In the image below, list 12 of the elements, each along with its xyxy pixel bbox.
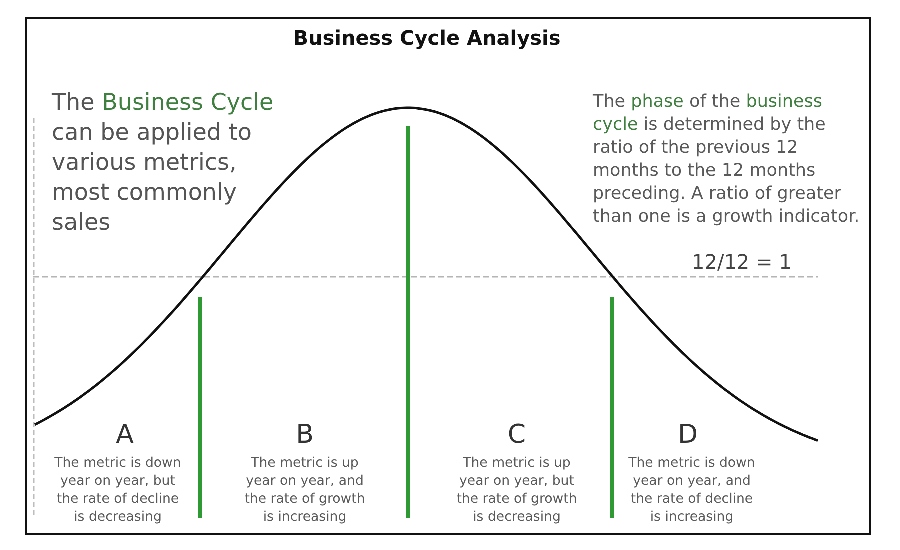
phase-description: The metric is up year on year, and the rate of growth is increasing xyxy=(244,455,366,527)
phase-letter: D xyxy=(678,420,698,450)
diagram-title: Business Cycle Analysis xyxy=(293,25,561,51)
phase-description: The metric is down year on year, and the rate of decline is increasing xyxy=(628,455,756,527)
ratio-label: 12/12 = 1 xyxy=(692,250,792,274)
intro-text: The Business Cycle can be applied to various metrics, most commonly sales xyxy=(52,89,275,238)
phase-description: The metric is up year on year, but the rate of growth is decreasing xyxy=(456,455,578,527)
phase-letter: A xyxy=(116,420,134,450)
note-text: The phase of the business cycle is determined by the ratio of the previous 12 months to the 12 months preceding. A ratio of greater than one is a growth indicator. xyxy=(593,91,861,229)
phase-description: The metric is down year on year, but the rate of decline is decreasing xyxy=(54,455,182,527)
phase-letter: C xyxy=(508,420,526,450)
phase-letter: B xyxy=(296,420,314,450)
